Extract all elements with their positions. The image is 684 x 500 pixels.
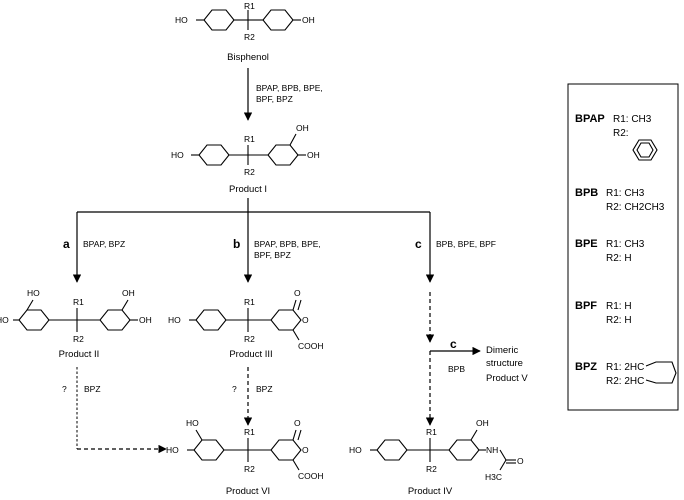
path-c-cond: BPB, BPE, BPF: [436, 239, 496, 249]
ring-o-label: O: [302, 315, 309, 325]
path-a-unknown: ?: [62, 384, 67, 394]
product-v-name: Product V: [486, 373, 528, 384]
r1-label: R1: [426, 427, 437, 437]
r1-label: R1: [244, 427, 255, 437]
legend-bpz-r2: R2: 2HC: [606, 376, 644, 387]
r1-label: R1: [73, 297, 84, 307]
legend-bpap-r1: R1: CH3: [613, 114, 652, 125]
product-iii-name: Product III: [229, 349, 272, 360]
ho-label: HO: [186, 418, 199, 428]
legend-bpz-r1: R1: 2HC: [606, 362, 644, 373]
path-b-unknown: ?: [232, 384, 237, 394]
path-b-cond-line1: BPAP, BPB, BPE,: [254, 239, 321, 249]
path-c2-label: c: [450, 337, 457, 351]
ho-label: HO: [171, 150, 184, 160]
legend-bpe-abbr: BPE: [575, 238, 598, 250]
r2-label: R2: [244, 334, 255, 344]
cyclohexane-bridge-icon: [645, 361, 677, 384]
nh-label: NH: [486, 445, 498, 455]
legend-bpap-r2: R2:: [613, 128, 629, 139]
legend-bpb-r2: R2: CH2CH3: [606, 202, 665, 213]
product-iv-name: Product IV: [408, 486, 453, 497]
product-vi-structure: HO HO O O COOH R1 R2 Product VI: [166, 418, 324, 497]
o-label: O: [517, 456, 524, 466]
o-label: O: [294, 288, 301, 298]
dimer-label-line2: structure: [486, 358, 523, 369]
product-ii-structure: HO HO OH OH R1 R2 Product II: [0, 288, 152, 360]
product-i-name: Product I: [229, 184, 267, 195]
r1-label: R1: [244, 1, 255, 11]
r2-label: R2: [244, 32, 255, 42]
oh-label: OH: [296, 123, 309, 133]
dimer-cond: BPB: [448, 364, 465, 374]
oh-label: OH: [302, 15, 315, 25]
ho-label: HO: [175, 15, 188, 25]
o-label: O: [294, 418, 301, 428]
path-a-label: a: [63, 237, 70, 251]
r2-label: R2: [244, 464, 255, 474]
step1-cond-line2: BPF, BPZ: [256, 94, 293, 104]
ho-label: HO: [0, 315, 9, 325]
legend-bpe-r2: R2: H: [606, 253, 632, 264]
product-iv-structure: HO OH NH O H3C R1 R2 Product IV: [349, 418, 524, 497]
oh-label: OH: [139, 315, 152, 325]
r2-label: R2: [426, 464, 437, 474]
product-ii-name: Product II: [59, 349, 100, 360]
r2-label: R2: [73, 334, 84, 344]
path-a-cond: BPAP, BPZ: [83, 239, 125, 249]
r1-label: R1: [244, 134, 255, 144]
benzene-ring-icon: [632, 139, 658, 161]
legend-bpf-r2: R2: H: [606, 315, 632, 326]
legend-bpz-abbr: BPZ: [575, 361, 597, 373]
path-c-label: c: [415, 237, 422, 251]
legend-bpb-r1: R1: CH3: [606, 188, 645, 199]
oh-label: OH: [307, 150, 320, 160]
path-a-bpz: BPZ: [84, 384, 101, 394]
product-iii-structure: HO O O COOH R1 R2 Product III: [168, 288, 324, 360]
r2-label: R2: [244, 167, 255, 177]
dimer-label-line1: Dimeric: [486, 345, 518, 356]
cooh-label: COOH: [298, 471, 324, 481]
ring-o-label: O: [302, 445, 309, 455]
oh-label: OH: [476, 418, 489, 428]
oh-label: OH: [122, 288, 135, 298]
legend-bpap-abbr: BPAP: [575, 113, 605, 125]
legend-bpb-abbr: BPB: [575, 187, 598, 199]
product-i-structure: HO OH OH R1 R2 Product I: [171, 123, 320, 195]
step1-cond-line1: BPAP, BPB, BPE,: [256, 83, 323, 93]
r1-label: R1: [244, 297, 255, 307]
legend-bpf-abbr: BPF: [575, 300, 597, 312]
ho-label: HO: [168, 315, 181, 325]
path-b-bpz: BPZ: [256, 384, 273, 394]
ho-label: HO: [166, 445, 179, 455]
bisphenol-name: Bisphenol: [227, 52, 269, 63]
benzene-inner-ring-icon: [636, 142, 654, 158]
legend-bpe-r1: R1: CH3: [606, 239, 645, 250]
ho-label: HO: [349, 445, 362, 455]
substituent-legend: BPAP R1: CH3 R2: BPB R1: CH3 R2: CH2CH3 …: [567, 83, 679, 411]
ho-label: HO: [27, 288, 40, 298]
product-vi-name: Product VI: [226, 486, 270, 497]
legend-bpf-r1: R1: H: [606, 301, 632, 312]
path-b-label: b: [233, 237, 240, 251]
h3c-label: H3C: [485, 472, 502, 482]
bisphenol-structure: HO OH R1 R2 Bisphenol: [175, 1, 315, 63]
cooh-label: COOH: [298, 341, 324, 351]
path-b-cond-line2: BPF, BPZ: [254, 250, 291, 260]
legend-box: [567, 83, 679, 411]
